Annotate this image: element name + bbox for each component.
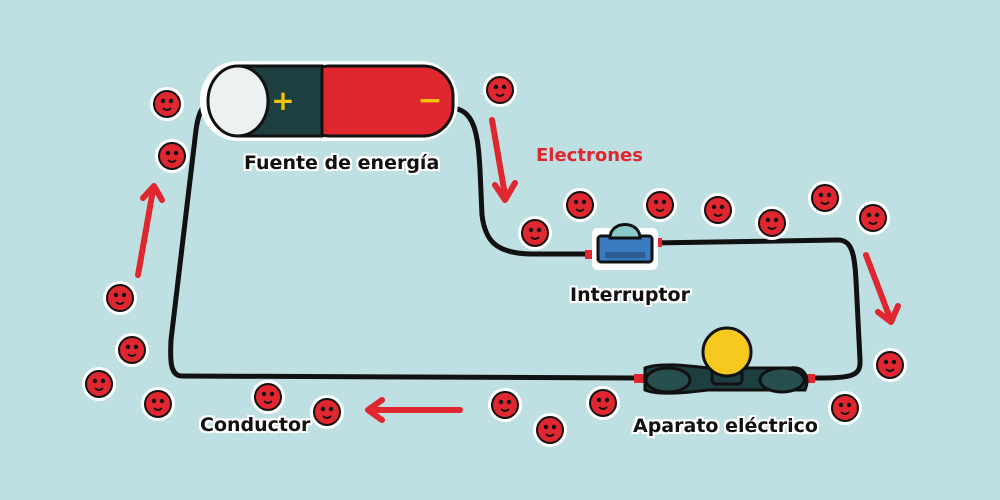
electrons	[82, 73, 907, 447]
arrow-down-right-icon	[863, 252, 901, 325]
battery: + −	[200, 61, 458, 141]
battery-plus-symbol: +	[271, 84, 294, 117]
electron-icon	[856, 201, 890, 235]
electron-icon	[873, 348, 907, 382]
label-conductor: Conductor	[200, 414, 311, 436]
switch	[592, 223, 658, 270]
battery-terminal	[206, 64, 270, 138]
electron-icon	[828, 391, 862, 425]
electron-icon	[488, 388, 522, 422]
electron-icon	[115, 333, 149, 367]
arrow-left-icon	[365, 397, 463, 423]
electron-icon	[310, 395, 344, 429]
electron-icon	[518, 216, 552, 250]
electron-icon	[563, 188, 597, 222]
circuit-wire	[168, 97, 863, 381]
electron-icon	[808, 181, 842, 215]
electron-icon	[533, 413, 567, 447]
electron-icon	[150, 87, 184, 121]
battery-minus-symbol: −	[417, 83, 442, 118]
wire-cap	[585, 250, 595, 259]
arrow-up-icon	[135, 183, 165, 278]
electron-icon	[251, 380, 285, 414]
bulb	[701, 326, 753, 378]
flow-arrows	[135, 117, 901, 423]
electron-icon	[643, 188, 677, 222]
electron-icon	[755, 206, 789, 240]
electron-icon	[701, 193, 735, 227]
electrical-device	[643, 326, 809, 395]
device-segment	[758, 366, 806, 394]
label-electrical-device: Aparato eléctrico	[633, 415, 818, 437]
switch-button	[608, 223, 642, 240]
label-energy-source: Fuente de energía	[244, 152, 440, 174]
label-electrons: Electrones	[536, 145, 643, 166]
electron-icon	[155, 139, 189, 173]
electron-icon	[141, 387, 175, 421]
device-segment	[644, 366, 692, 394]
electron-icon	[82, 367, 116, 401]
switch-body	[596, 234, 654, 264]
label-switch: Interruptor	[570, 284, 690, 306]
arrow-down-icon	[489, 117, 518, 203]
electron-icon	[103, 281, 137, 315]
electron-icon	[586, 386, 620, 420]
wire-cap	[634, 374, 646, 383]
wire-cap	[803, 374, 815, 383]
electron-icon	[483, 73, 517, 107]
